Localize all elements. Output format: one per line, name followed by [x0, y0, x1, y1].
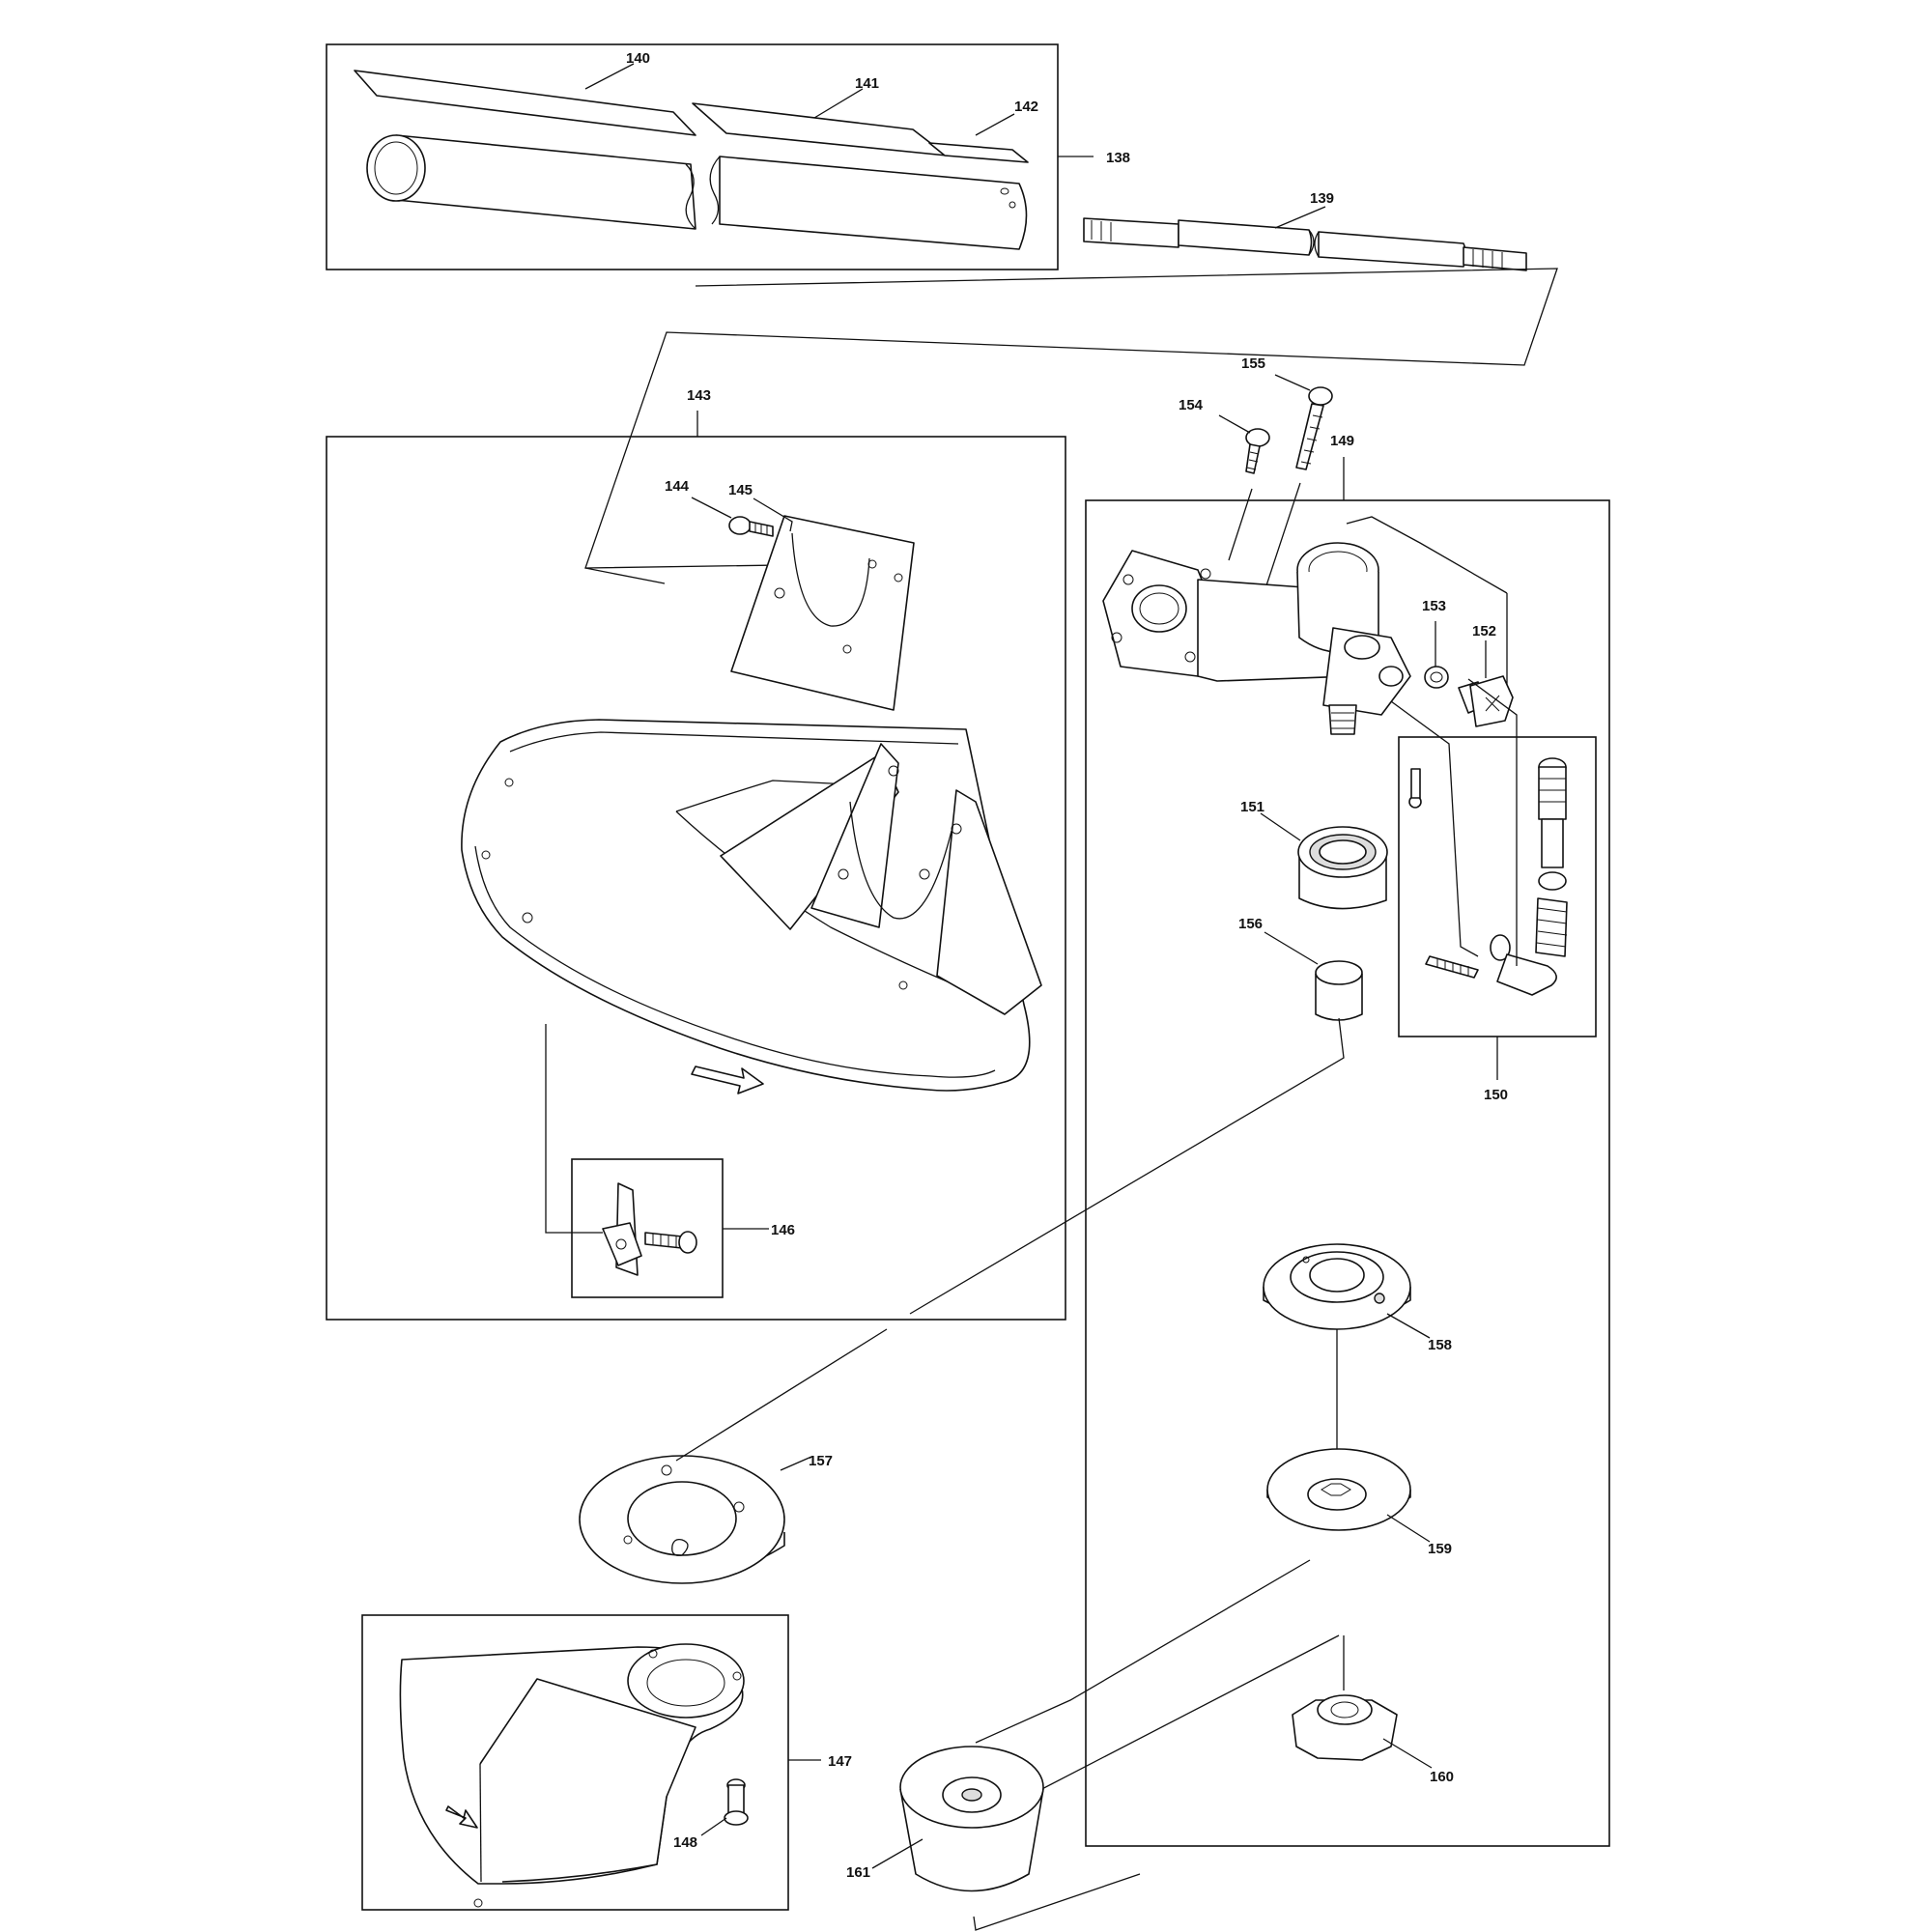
part-156-bushing[interactable]	[1315, 960, 1363, 1021]
leader-139	[1274, 206, 1326, 229]
label-142: 142	[1014, 99, 1038, 115]
label-146: 146	[771, 1222, 795, 1238]
guard-group	[326, 411, 1066, 1321]
leader-146-bracket	[545, 1024, 603, 1234]
leader-148	[700, 1817, 727, 1836]
label-151: 151	[1240, 799, 1264, 815]
part-153-washer[interactable]	[1424, 666, 1449, 689]
leader-154	[1218, 414, 1251, 434]
housing-connector-top	[1346, 516, 1508, 594]
label-147: 147	[828, 1753, 852, 1770]
part-160-nut[interactable]	[1292, 1694, 1398, 1761]
label-161: 161	[846, 1864, 870, 1881]
guard-arrow-icon	[691, 1065, 764, 1094]
leader-158	[1386, 1313, 1431, 1339]
gear-housing[interactable]	[1102, 542, 1411, 735]
shaft-connector-outline	[584, 268, 1558, 569]
label-153: 153	[1422, 598, 1446, 614]
part-159-washer[interactable]	[1266, 1448, 1411, 1531]
guard-147-frame	[361, 1614, 789, 1911]
part-146-frame	[571, 1158, 724, 1298]
guard-147-group	[361, 1614, 821, 1911]
part-155-bolt[interactable]	[1295, 386, 1333, 470]
bolt-154-drop	[1228, 488, 1253, 561]
part-138-tube-right[interactable]	[709, 156, 1028, 250]
label-148: 148	[673, 1834, 697, 1851]
cup-base-connector	[973, 1873, 1141, 1931]
tube-assembly-group	[326, 43, 1094, 270]
part-151-bearing[interactable]	[1297, 826, 1388, 910]
leader-141	[813, 88, 864, 119]
label-152: 152	[1472, 623, 1496, 639]
nut-connector	[1004, 1634, 1340, 1809]
part-140-label-sheet[interactable]	[354, 70, 696, 136]
label-159: 159	[1428, 1541, 1452, 1557]
part-138-tube-left[interactable]	[366, 134, 696, 230]
leader-155	[1274, 374, 1311, 391]
part-152-bolt[interactable]	[1458, 675, 1514, 727]
label-150: 150	[1484, 1087, 1508, 1103]
label-160: 160	[1430, 1769, 1454, 1785]
guard-frame	[326, 436, 1066, 1321]
part-139-drive-shaft[interactable]	[1083, 217, 1527, 271]
bushing-connector	[909, 1017, 1345, 1315]
label-141: 141	[855, 75, 879, 92]
leader-140	[584, 63, 635, 90]
part-158-flange[interactable]	[1263, 1243, 1411, 1330]
part-154-bolt[interactable]	[1245, 428, 1270, 474]
leader-145	[753, 497, 793, 532]
washer-connector	[975, 1559, 1311, 1744]
leader-159	[1386, 1514, 1431, 1543]
label-154: 154	[1179, 397, 1204, 413]
label-149: 149	[1330, 433, 1354, 449]
part-145-mounting-plate[interactable]	[730, 515, 915, 711]
plate-connector-line	[584, 567, 666, 584]
guard-body[interactable]	[461, 719, 1042, 1094]
label-156: 156	[1238, 916, 1263, 932]
guard-147-arrow-icon	[445, 1805, 478, 1829]
part-146-bracket-screw[interactable]	[602, 1182, 697, 1276]
leader-144	[691, 497, 732, 519]
part-144-screw[interactable]	[728, 516, 774, 537]
gear-head-frame	[1085, 499, 1610, 1847]
part-141-label-sheet[interactable]	[692, 102, 948, 156]
part-142-label-strip[interactable]	[928, 142, 1029, 163]
label-140: 140	[626, 50, 650, 67]
label-139: 139	[1310, 190, 1334, 207]
label-157: 157	[809, 1453, 833, 1469]
cover-connector	[675, 1328, 888, 1462]
leader-151	[1260, 812, 1301, 841]
label-155: 155	[1241, 355, 1265, 372]
label-143: 143	[687, 387, 711, 404]
leader-160	[1382, 1738, 1433, 1769]
leader-142	[975, 113, 1015, 136]
label-145: 145	[728, 482, 753, 498]
label-158: 158	[1428, 1337, 1452, 1353]
part-157-cover-plate[interactable]	[579, 1455, 785, 1584]
part-150-lock-assembly[interactable]	[1408, 757, 1568, 996]
label-138: 138	[1106, 150, 1130, 166]
part-161-cup[interactable]	[899, 1746, 1044, 1892]
leader-161	[871, 1838, 923, 1869]
label-144: 144	[665, 478, 690, 495]
leader-157	[780, 1456, 812, 1471]
leader-156	[1264, 931, 1319, 965]
bolt-152-drop	[1467, 678, 1518, 966]
lock-connector	[1390, 700, 1479, 957]
gear-head-group	[909, 374, 1610, 1847]
part-148-screw[interactable]	[724, 1778, 749, 1826]
part-147-guard[interactable]	[399, 1643, 745, 1908]
